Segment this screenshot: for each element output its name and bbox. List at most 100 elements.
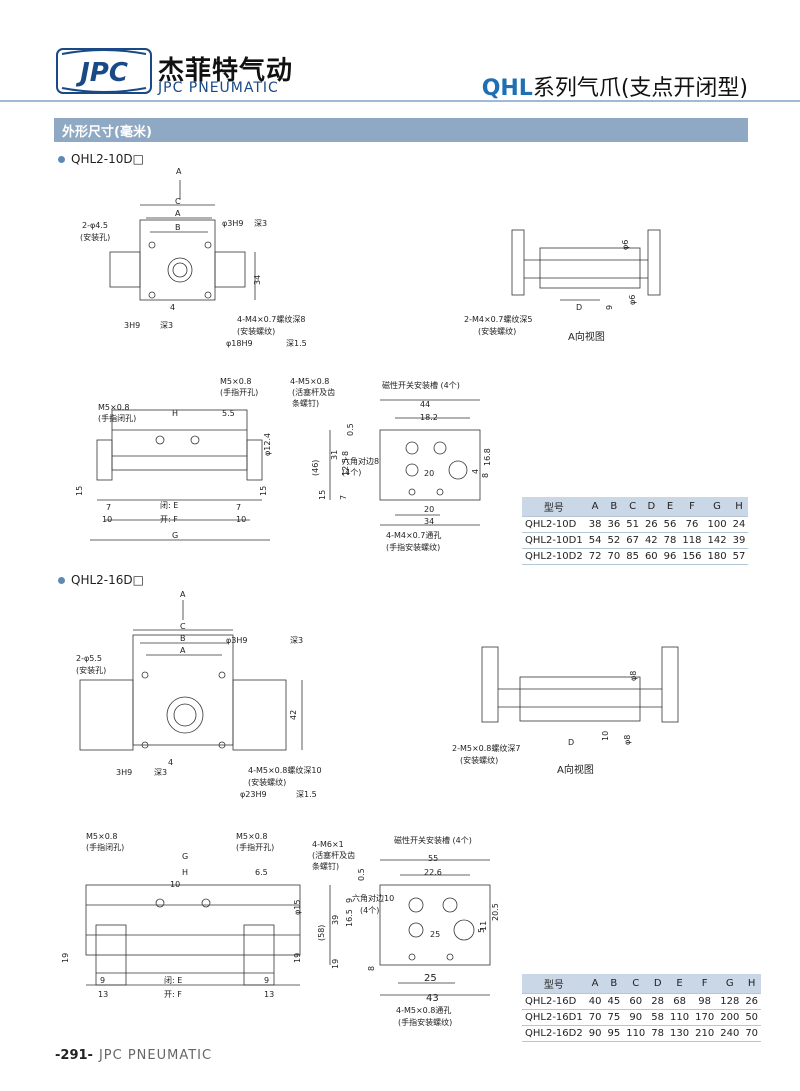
table-cell: QHL2-10D1 [522,532,586,549]
front-dim-g: G [172,531,178,540]
front-dim-9a: 9 [100,976,105,985]
dim-34: 34 [253,275,262,285]
dim-a: A [175,209,181,218]
front-m5c: 4-M5×0.8 [290,377,329,386]
top-bore [167,257,193,283]
front-dim-19b: 19 [293,953,302,963]
front-dim-e: 闭: E [160,501,178,510]
front-m5-open: M5×0.8 [220,377,251,386]
table-cell: 56 [660,516,680,533]
front-dim-7a: 7 [106,503,111,512]
side-dim-6a: φ6 [621,240,630,250]
front-dim-124: φ12.4 [263,433,272,456]
table-cell: 26 [641,516,661,533]
table-cell: 170 [692,1009,718,1026]
table-cell: 51 [623,516,642,533]
end-dim-226: 22.6 [424,868,442,877]
pin-3h9: 3H9 [124,321,140,330]
table-cell: 70 [585,1009,605,1026]
table-cell: 50 [742,1009,762,1026]
front-dim-10b: 10 [236,515,246,524]
bullet-icon [58,577,65,584]
side-dim-10: 10 [601,731,610,741]
pin-hole-depth: 深3 [290,636,303,645]
end-dim-125: 12.5 [341,458,350,476]
end-dim-31: 31 [330,450,339,460]
front-dim-55: 5.5 [222,409,235,418]
mount-hole: 2-φ4.5 [82,221,108,230]
table-cell: 38 [585,516,605,533]
bore-depth: 深1.5 [296,790,317,799]
end-hex: 六角对边8 [342,456,379,466]
end-slot: 磁性开关安装槽 (4个) [382,380,460,390]
drawing-set-16: A C B A 2-φ5.5 (安装孔) φ3H9 深3 42 4 4-M5×0… [61,590,679,1027]
front-dim-10a: 10 [102,515,112,524]
end-dim-7: 7 [339,495,348,500]
table-header: G [717,974,743,994]
table-cell: 95 [604,1025,624,1042]
table-header: H [742,974,762,994]
model-label-10: QHL2-10D□ [58,152,144,166]
end-dim-15: 15 [318,490,327,500]
front-m5-close-note: (手指闭孔) [86,842,124,852]
logo-text: JPC [75,58,128,88]
table-cell: QHL2-16D1 [522,1009,586,1026]
table-cell: 75 [604,1009,624,1026]
dim-a-label: A [176,167,182,176]
table-cell: 76 [679,516,705,533]
table-header-row: 型号 A B C D E F G H [522,497,749,517]
end-slot: 磁性开关安装槽 (4个) [394,835,472,845]
end-dim-34: 34 [424,517,434,526]
bore-depth: 深1.5 [286,339,307,348]
brand-name-cn: 杰菲特气动 [158,56,294,86]
table-cell: 58 [648,1009,668,1026]
table-cell: 68 [667,993,693,1010]
end-dim-19: 19 [331,959,340,969]
end-dim-20a: 20 [424,469,434,478]
table-cell: 60 [623,993,649,1010]
table-cell: 36 [604,516,624,533]
view-a-label: A向视图 [568,330,605,343]
table-header: 型号 [522,974,586,994]
end-dim-8: 8 [341,451,350,456]
table-cell: 40 [585,993,605,1010]
table-header: A [585,497,605,517]
front-m5-close: M5×0.8 [86,832,117,841]
table-cell: 45 [604,993,624,1010]
table-cell: QHL2-16D2 [522,1025,586,1042]
table-cell: 98 [692,993,718,1010]
end-dim-5: 5 [477,928,486,933]
pin-3h9-depth: 深3 [160,321,173,330]
front-body [85,884,301,956]
side-dim-8a: φ8 [629,671,638,681]
bore-dim: φ18H9 [226,339,253,348]
front-dim-f: 开: F [160,515,178,524]
table-cell: 85 [623,548,642,565]
table-cell: 142 [704,532,730,549]
thread-m5: 4-M5×0.8螺纹深10 [248,765,322,775]
end-thread: 4-M4×0.7通孔 [386,530,441,540]
side-dim-d: D [576,303,582,312]
table-header: A [585,974,605,994]
section-title: 外形尺寸(毫米) [62,125,152,140]
table-cell: 57 [729,548,749,565]
table-header: F [679,497,705,517]
dim-42: 42 [289,710,298,720]
table-cell: 67 [623,532,642,549]
pin-3h9-depth: 深3 [154,768,167,777]
front-dim-f: 开: F [164,990,182,999]
front-m5-open-note: (手指开孔) [236,842,274,852]
front-m5-close: M5×0.8 [98,403,129,412]
end-dim-205: 20.5 [491,903,500,921]
title-divider [0,100,800,102]
end-dim-25a: 25 [430,930,440,939]
end-dim-8b: 8 [481,473,490,478]
table-cell: 210 [692,1025,718,1042]
table-cell: 180 [704,548,730,565]
end-hex-count: (4个) [360,906,379,915]
end-hex-count: (4个) [342,468,361,477]
dim-b: B [180,634,186,643]
